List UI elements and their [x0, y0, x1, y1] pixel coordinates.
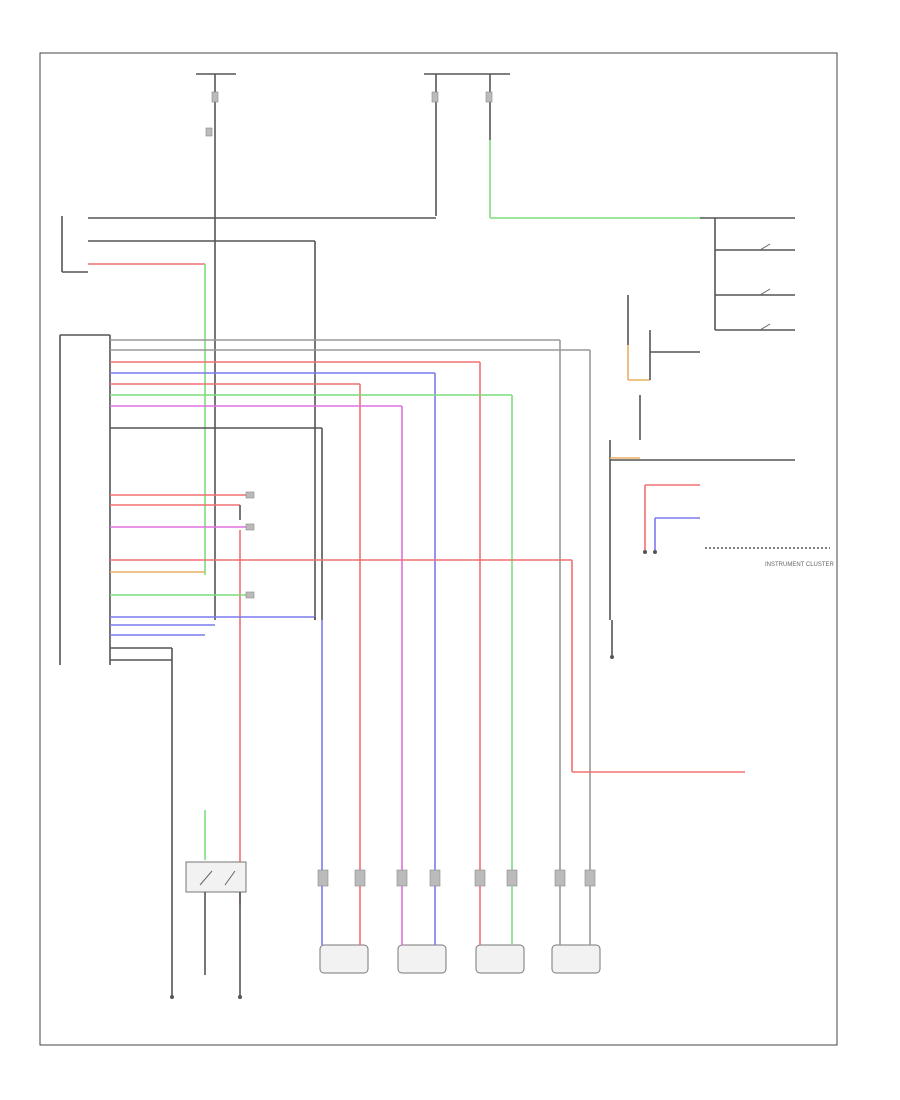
wheel-sensor-right-rear: [551, 869, 601, 974]
fuse-block-right: [424, 73, 510, 216]
fuse-block-left: [196, 73, 236, 230]
wheel-sensor-left-front: [317, 869, 369, 974]
instrument-cluster-label: INSTRUMENT CLUSTER: [765, 562, 835, 568]
wheel-sensor-left-rear: [474, 869, 525, 974]
wheel-sensor-right-front: [396, 869, 447, 974]
diagram-frame: [39, 52, 838, 1046]
abs-control-module: [59, 334, 111, 665]
bottom-relay: [170, 810, 247, 999]
right-module: [609, 295, 795, 620]
right-switch-group: [714, 218, 795, 331]
